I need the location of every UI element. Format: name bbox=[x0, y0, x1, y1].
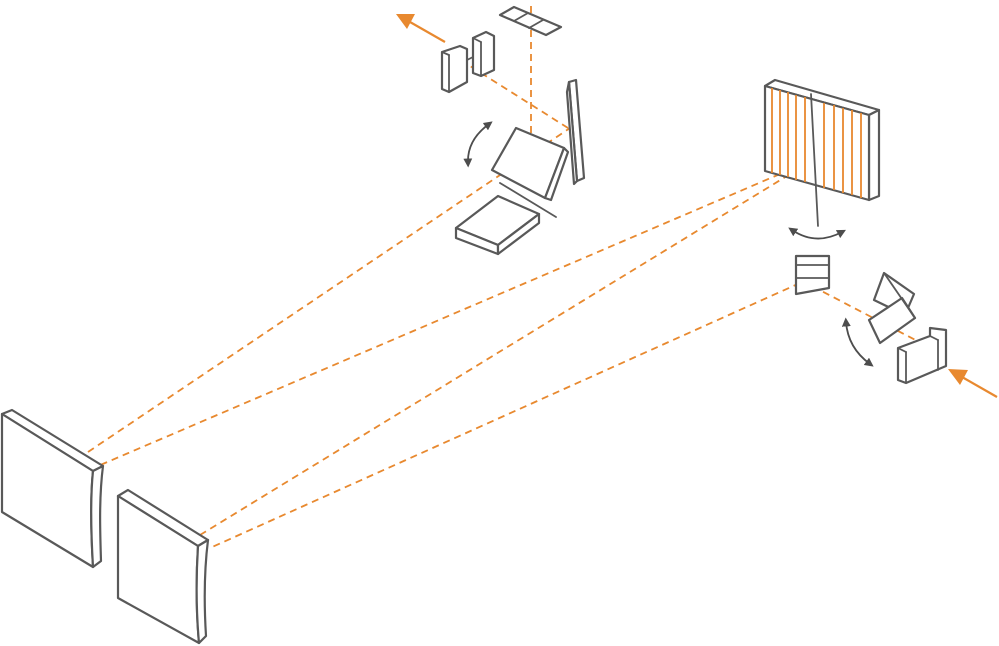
diffraction-grating bbox=[763, 78, 881, 227]
input-rotation-arrow-icon bbox=[841, 317, 874, 367]
beam-fold-to-concave2 bbox=[209, 282, 801, 549]
input-beam-arrow-icon bbox=[948, 369, 968, 385]
output-tall-mirror bbox=[565, 78, 586, 186]
beam-paths bbox=[87, 6, 926, 549]
output-beam-arrow-icon bbox=[396, 14, 415, 29]
detector-array bbox=[498, 5, 563, 37]
beam-input-to-fold bbox=[809, 284, 926, 346]
beam-concave1-to-output bbox=[87, 127, 571, 453]
fold-mirror bbox=[794, 254, 831, 296]
concave-mirror-2 bbox=[116, 488, 210, 645]
grating-rotation-arrow-icon bbox=[788, 227, 846, 240]
grating-rotation-axis bbox=[810, 93, 819, 227]
beam-dump bbox=[454, 194, 541, 256]
rotation-stage-line bbox=[499, 182, 557, 218]
beam-grating-to-concave1 bbox=[97, 173, 781, 467]
output-rotating-mirror bbox=[490, 126, 570, 218]
concave-mirror-1 bbox=[0, 408, 105, 569]
input-rotating-mirror bbox=[867, 271, 917, 345]
output-rotation-arrow-icon bbox=[463, 121, 493, 168]
output-periscope-mirror bbox=[440, 30, 496, 94]
beam-tall-to-periscope bbox=[469, 65, 569, 129]
input-periscope-mirror bbox=[896, 326, 948, 385]
output-beam bbox=[396, 14, 446, 43]
grating-grooves bbox=[771, 88, 862, 198]
input-beam bbox=[948, 369, 998, 398]
beam-concave2-to-grating bbox=[199, 167, 801, 536]
